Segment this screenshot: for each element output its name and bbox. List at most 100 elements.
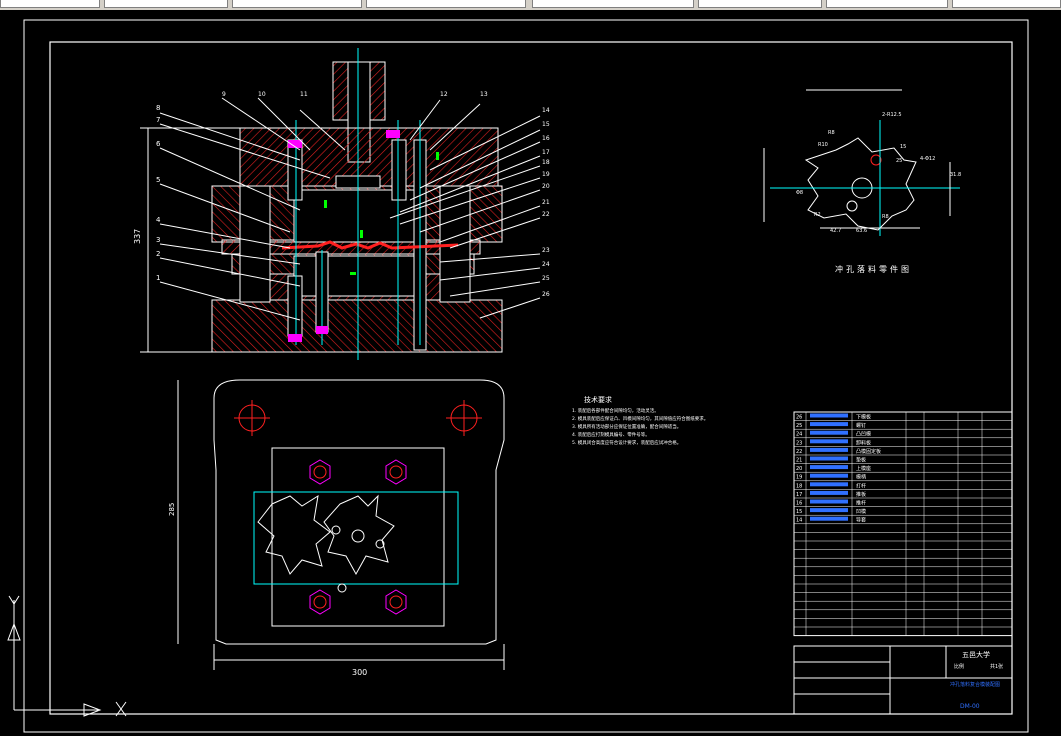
tech-title: 技术要求 [584, 395, 612, 404]
callout-label: 5 [156, 176, 160, 184]
bom-row-name: 模柄 [856, 474, 866, 481]
tech-requirement-line: 3. 模具所有活动部分应保证位置准确，配合间隙适当。 [572, 423, 681, 430]
callout-label: 23 [542, 247, 550, 254]
bom-row-code [810, 473, 848, 478]
callout-label: 1 [156, 274, 160, 282]
callouts-right [389, 115, 541, 319]
plan-height-dimension: 285 [168, 503, 176, 516]
bom-row-number: 20 [796, 466, 802, 472]
toolbar-field-3[interactable] [232, 0, 362, 8]
callout-label: 15 [542, 121, 550, 128]
bom-row-number: 24 [796, 432, 802, 438]
part-title: 冲孔落料零件图 [835, 264, 912, 274]
callout-label: 7 [156, 116, 160, 124]
title-block [793, 645, 1013, 715]
callout-top-labels: 9 10 11 12 13 [222, 91, 488, 98]
callout-label: 19 [542, 171, 550, 178]
part-dimension-label: 4-Φ12 [920, 156, 935, 162]
height-dimension: 337 [133, 229, 142, 244]
bom-row-code [810, 413, 848, 418]
callout-label: 22 [542, 211, 550, 218]
callout-right-labels: 14 15 16 17 18 19 20 21 22 23 24 25 26 [542, 107, 550, 298]
bom-row-number: 22 [796, 449, 802, 455]
bom-row-number: 17 [796, 492, 802, 498]
part-dimension-label: Φ8 [796, 190, 803, 196]
bom-row-code [810, 482, 848, 487]
bom-row-name: 打杆 [856, 482, 866, 489]
callouts-left [159, 112, 331, 321]
part-dimension-label: R8 [828, 130, 835, 136]
part-dimension-label: R2 [814, 212, 821, 218]
tech-requirement-line: 5. 模具闭合高度应符合设计要求，装配后应试冲合格。 [572, 439, 681, 446]
callout-label: 21 [542, 199, 550, 206]
toolbar-field-7[interactable] [826, 0, 948, 8]
bom-row-number: 16 [796, 501, 802, 507]
toolbar-field-5[interactable] [532, 0, 694, 8]
bom-row-number: 15 [796, 509, 802, 515]
bom-row-code [810, 508, 848, 513]
callout-label: 26 [542, 291, 550, 298]
bom-row-number: 25 [796, 423, 802, 429]
bom-row-code [810, 439, 848, 444]
callout-label: 2 [156, 250, 160, 258]
callout-label: 11 [300, 91, 308, 98]
bom-row-number: 18 [796, 483, 802, 489]
title-school: 五邑大学 [962, 650, 990, 659]
bom-row-number: 21 [796, 458, 802, 464]
bom-row-number: 23 [796, 440, 802, 446]
callouts-top [221, 97, 481, 151]
callout-label: 10 [258, 91, 266, 98]
callout-label: 25 [542, 275, 550, 282]
inner-frame [49, 41, 1013, 715]
toolbar-field-1[interactable] [0, 0, 100, 8]
plan-view: 300 285 [168, 379, 505, 677]
bom-row-number: 26 [796, 415, 802, 421]
callout-label: 18 [542, 159, 550, 166]
bom-row-number: 19 [796, 475, 802, 481]
callout-label: 14 [542, 107, 550, 114]
bom-row-code [810, 422, 848, 427]
bom-row-code [810, 490, 848, 495]
toolbar-field-6[interactable] [698, 0, 822, 8]
bom-row-name: 上模座 [856, 465, 871, 472]
bom-row-code [810, 456, 848, 461]
bom-row-code [810, 430, 848, 435]
part-dimension-label: 2-R12.5 [882, 112, 902, 118]
callout-label: 12 [440, 91, 448, 98]
bom-row-number: 14 [796, 518, 802, 524]
bom-row-code [810, 447, 848, 452]
callout-label: 16 [542, 135, 550, 142]
title-drawing-name: 冲孔落料复合模装配图 [950, 681, 1000, 688]
section-view: 337 [133, 48, 503, 360]
callout-label: 13 [480, 91, 488, 98]
tech-requirement-line: 1. 装配后各部件配合间隙均匀，活动灵活。 [572, 407, 659, 414]
part-dimension-label: 42.7 [830, 228, 841, 234]
toolbar-field-4[interactable] [366, 0, 526, 8]
callout-label: 6 [156, 140, 161, 148]
ucs-icon [7, 595, 127, 717]
bom-row-name: 卸料板 [856, 439, 871, 446]
callout-label: 24 [542, 261, 550, 268]
callout-label: 20 [542, 183, 550, 190]
part-dimension-label: R8 [882, 214, 889, 220]
toolbar-field-8[interactable] [952, 0, 1061, 8]
title-drawing-no: DM-00 [960, 703, 980, 710]
bom-row-code [810, 516, 848, 521]
toolbar [0, 0, 1061, 10]
toolbar-field-2[interactable] [104, 0, 228, 8]
bom-row-name: 推板 [856, 491, 866, 498]
part-dimension-label: 25 [896, 158, 902, 164]
callout-label: 4 [156, 216, 161, 224]
tech-requirement-line: 2. 模具装配后应保证凸、凹模间隙均匀，其间隙值应符合图纸要求。 [572, 415, 708, 422]
title-sheet: 共1张 [990, 663, 1003, 670]
bom-row-name: 凸凹模 [856, 431, 871, 438]
callout-label: 9 [222, 91, 226, 98]
bom-row-name: 导套 [856, 517, 866, 524]
bom-row-name: 垫板 [856, 457, 866, 464]
callout-label: 17 [542, 149, 550, 156]
bom-row-code [810, 499, 848, 504]
title-scale-label: 比例 [954, 663, 964, 670]
